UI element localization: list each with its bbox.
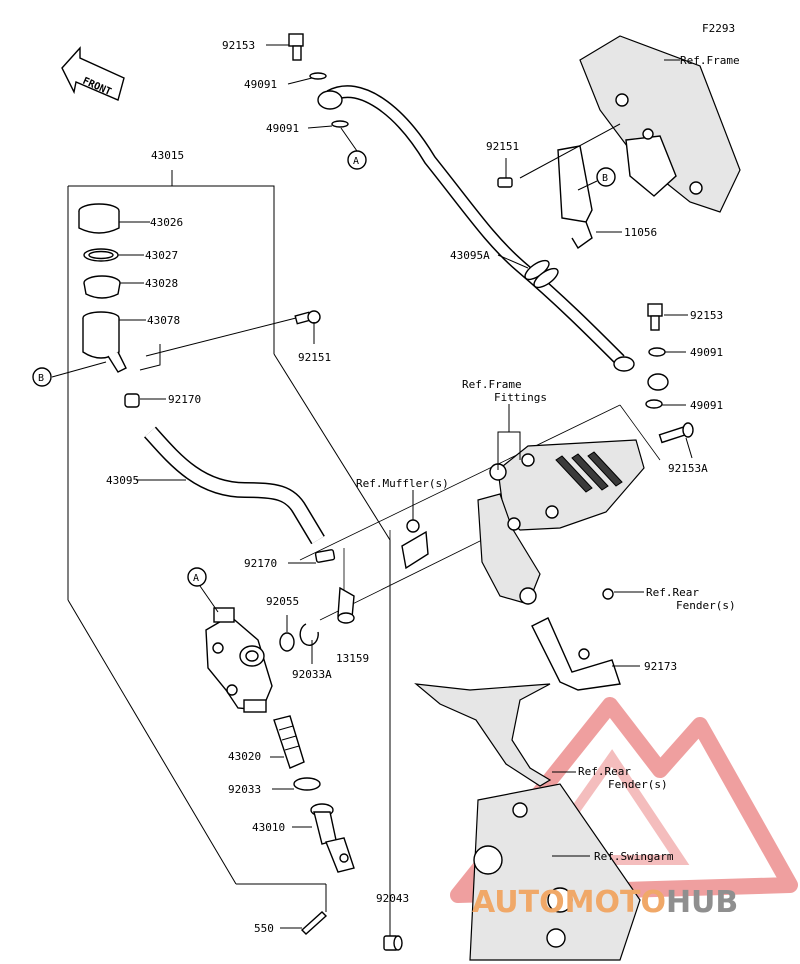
rear-fender-piece (414, 683, 576, 787)
leader-lines-left (51, 221, 297, 378)
label-43010: 43010 (252, 821, 285, 834)
label-92170-upper: 92170 (168, 393, 201, 406)
label-43095: 43095 (106, 474, 139, 487)
label-92173: 92173 (644, 660, 677, 673)
diaphragm-plate-43027 (83, 248, 119, 262)
label-92151-left: 92151 (298, 351, 331, 364)
watermark-part1: AUTOMOTO (472, 885, 666, 920)
label-43020: 43020 (228, 750, 261, 763)
clamp-92170-upper (124, 393, 166, 408)
banjo-bolt-92153-top (266, 33, 304, 61)
label-49091-d: 49091 (690, 399, 723, 412)
svg-text:A: A (353, 156, 359, 167)
muffler-bracket (401, 490, 429, 570)
washer-49091-a (287, 72, 327, 85)
label-43078: 43078 (147, 314, 180, 327)
bolt-92151-right (497, 158, 513, 188)
label-92043: 92043 (376, 892, 409, 905)
label-49091-a: 49091 (244, 78, 277, 91)
label-92033: 92033 (228, 783, 261, 796)
push-rod-43010 (292, 803, 355, 873)
label-550: 550 (254, 922, 274, 935)
callout-a-top: A (340, 127, 367, 170)
banjo-bolt-92153-right (647, 303, 688, 331)
label-43015: 43015 (151, 149, 184, 162)
watermark-text: AUTOMOTOHUB (472, 885, 738, 920)
label-43027: 43027 (145, 249, 178, 262)
label-92033a: 92033A (292, 668, 332, 681)
label-43028: 43028 (145, 277, 178, 290)
frame-fittings (477, 404, 645, 605)
label-49091-b: 49091 (266, 122, 299, 135)
pin-92043 (383, 900, 403, 951)
label-13159: 13159 (336, 652, 369, 665)
part-labels: 92153 49091 49091 43015 43026 43027 4302… (106, 39, 723, 935)
washer-49091-d (645, 399, 686, 409)
master-cylinder-body (205, 607, 273, 713)
boot-43020 (270, 715, 305, 769)
ref-swingarm: Ref.Swingarm (594, 850, 674, 863)
svg-text:B: B (602, 173, 608, 184)
circlip-92033 (272, 777, 321, 791)
svg-text:B: B (38, 373, 44, 384)
ref-muffler: Ref.Muffler(s) (356, 477, 449, 490)
label-92055: 92055 (266, 595, 299, 608)
label-92170-lower: 92170 (244, 557, 277, 570)
label-92153-top: 92153 (222, 39, 255, 52)
label-92153-right: 92153 (690, 309, 723, 322)
frame-bracket-top-right (579, 35, 741, 213)
bolt-92153a (658, 422, 694, 459)
svg-text:A: A (193, 573, 199, 584)
bolt-92151-left (294, 310, 321, 344)
label-43095a: 43095A (450, 249, 490, 262)
clamp-92170-lower (288, 549, 336, 564)
label-92153a: 92153A (668, 462, 708, 475)
swingarm-fragment (469, 783, 641, 961)
callout-b-left: B (32, 367, 52, 387)
diagram-code: F2293 (702, 22, 735, 35)
fender-bracket-92173 (531, 588, 644, 691)
fitting-13159 (337, 586, 355, 624)
oring-92055 (279, 615, 295, 652)
reservoir-43078 (82, 311, 127, 373)
label-92151-right: 92151 (486, 140, 519, 153)
callout-b-right: B (577, 167, 616, 191)
callout-a-left: A (187, 567, 219, 613)
washer-49091-b (307, 120, 349, 129)
watermark-part2: HUB (666, 885, 738, 920)
front-arrow-icon: FRONT (61, 46, 125, 101)
assembly-bracket-43015 (67, 170, 391, 900)
reservoir-cap-43026 (78, 203, 120, 234)
circlip-92033a (299, 623, 319, 664)
label-43026: 43026 (150, 216, 183, 229)
label-49091-c: 49091 (690, 346, 723, 359)
cotter-pin-550 (280, 884, 328, 935)
label-11056: 11056 (624, 226, 657, 239)
hose-43095 (136, 426, 325, 545)
ref-frame-top: Ref.Frame (680, 54, 740, 67)
bracket-11056 (519, 123, 621, 250)
hose-43095a (317, 85, 669, 391)
diaphragm-43028 (83, 275, 121, 299)
washer-49091-c (648, 347, 686, 357)
